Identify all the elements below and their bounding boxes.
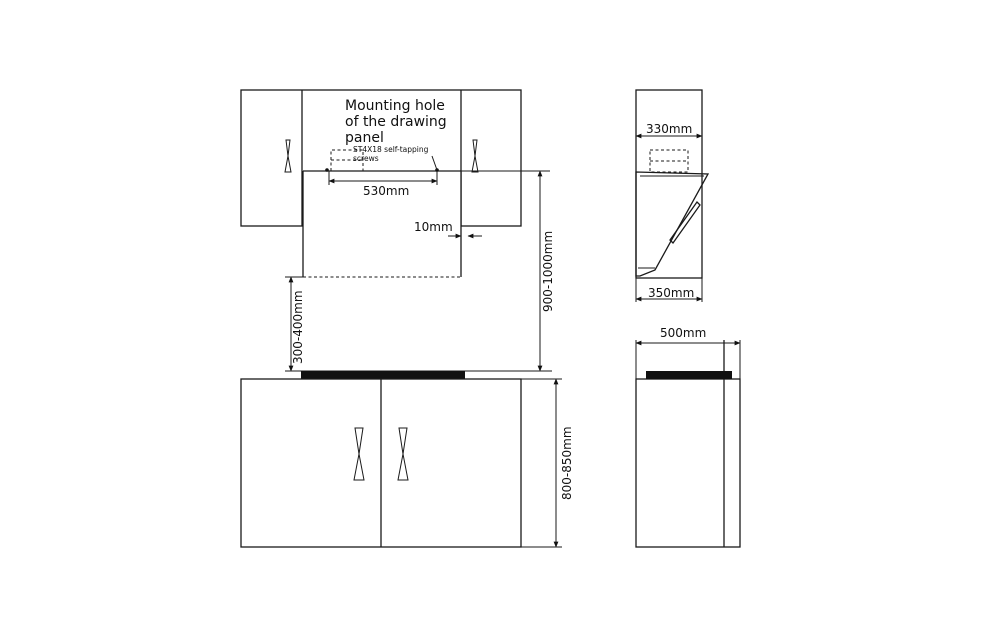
dimension-10: 10mm <box>414 220 482 239</box>
dimension-300-400: 300-400mm <box>285 276 305 372</box>
dim-500-label: 500mm <box>660 326 706 340</box>
dim-330-label: 330mm <box>646 122 692 136</box>
base-cabinet <box>240 378 522 548</box>
dim-800-850-label: 800-850mm <box>560 426 574 500</box>
dim-300-400-label: 300-400mm <box>291 290 305 364</box>
cabinet-handle-icon <box>397 427 409 481</box>
mounting-note-line2: of the drawing <box>345 114 447 130</box>
dim-530-label: 530mm <box>363 184 409 198</box>
mounting-panel-outline <box>325 149 439 172</box>
dim-10-label: 10mm <box>414 220 453 234</box>
mounting-note-line3: panel <box>345 130 384 146</box>
cabinet-handle-icon <box>284 139 292 173</box>
dimension-900-1000: 900-1000mm <box>537 170 555 372</box>
range-hood-front <box>302 170 550 278</box>
dim-900-1000-label: 900-1000mm <box>541 231 555 312</box>
cooktop <box>301 371 465 379</box>
dimension-800-850: 800-850mm <box>521 378 574 548</box>
cabinet-handle-icon <box>471 139 479 173</box>
side-view-hood: 330mm 350mm <box>635 89 710 302</box>
screws-note-line2: screws <box>353 154 379 163</box>
screws-note-line1: ST4X18 self-tapping <box>353 145 429 154</box>
dimension-530: 530mm <box>328 171 438 198</box>
front-view: Mounting hole of the drawing panel ST4X1… <box>240 89 574 548</box>
cabinet-handle-icon <box>353 427 365 481</box>
side-view-base: 500mm <box>635 326 741 548</box>
mounting-note-line1: Mounting hole <box>345 98 445 114</box>
dim-350-label: 350mm <box>648 286 694 300</box>
